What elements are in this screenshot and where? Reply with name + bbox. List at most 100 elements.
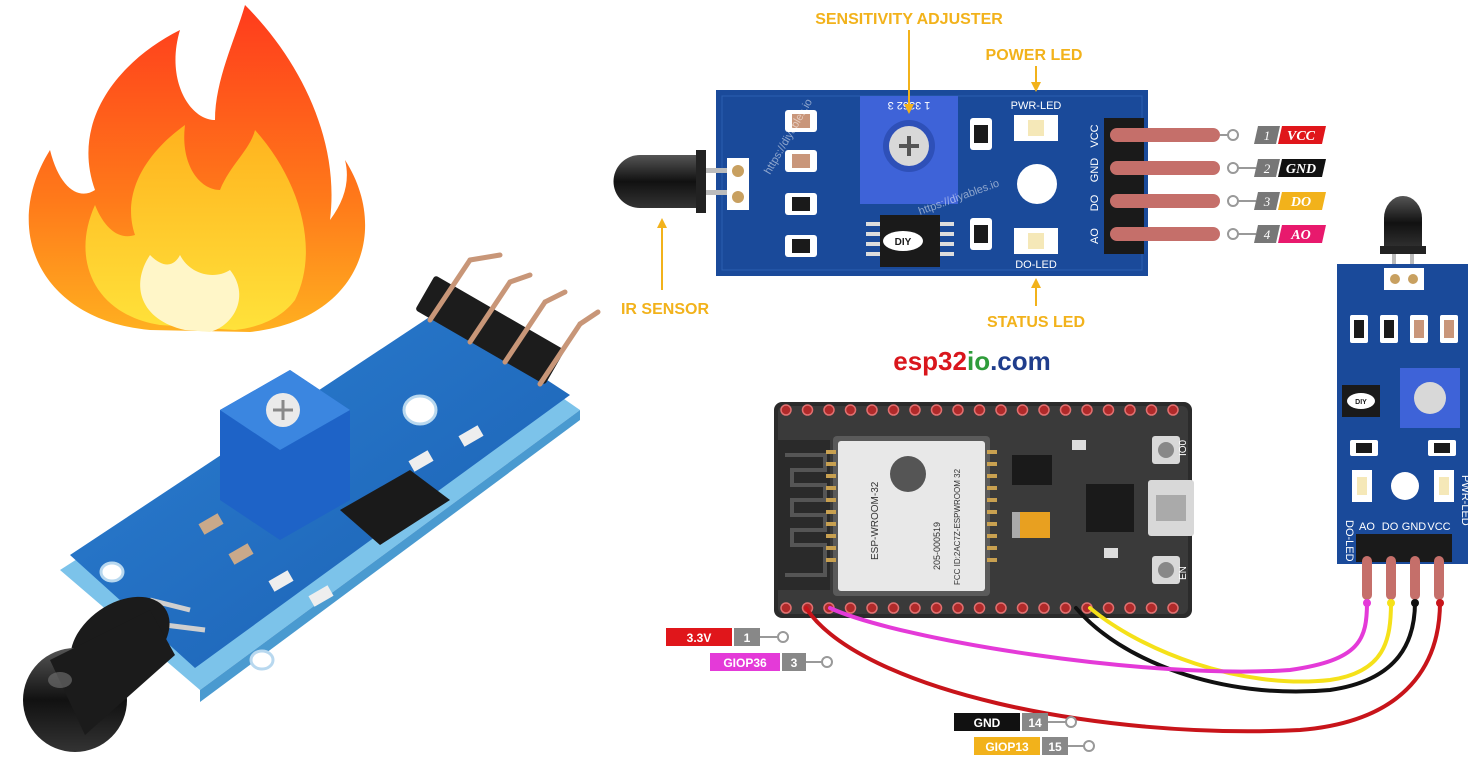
power-led: PWR-LED [1011, 100, 1062, 141]
photo-header-pins [416, 252, 601, 387]
small-ir-bulb-icon [1380, 196, 1426, 278]
esp32-top-pin-1 [780, 404, 792, 416]
flame-icon [28, 5, 366, 332]
esp32-bottom-pin-5 [866, 602, 878, 614]
comparator-chip: DIY [866, 215, 954, 267]
ir-sensor-bulb-icon [613, 150, 728, 213]
esp32-top-pin-7 [909, 404, 921, 416]
esp32-bottom-pin-11 [995, 602, 1007, 614]
pwr-led-text: PWR-LED [1011, 100, 1062, 112]
esp32-top-pin-14 [1059, 404, 1072, 416]
esp32-top-pin-12 [1016, 404, 1029, 416]
diyables-logo: DIY [895, 237, 912, 248]
en-label: EN [1178, 566, 1189, 580]
esp32-top-pin-6 [887, 404, 900, 416]
svg-text:STATUS LED: STATUS LED [987, 314, 1085, 331]
svg-text:AO: AO [1290, 228, 1310, 243]
esp32-top-pin-2 [801, 404, 814, 416]
callout-sensitivity-adjuster: SENSITIVITY ADJUSTER [815, 11, 1003, 114]
svg-text:14: 14 [1028, 716, 1042, 730]
brand-logo-text: esp32io.com [893, 346, 1051, 376]
esp32-bottom-pin-7 [909, 602, 921, 614]
mounting-hole [1017, 164, 1057, 204]
svg-text:IR SENSOR: IR SENSOR [621, 301, 709, 318]
photo-ir-bulb [23, 596, 206, 752]
esp32-bottom-pin-9 [952, 602, 964, 614]
esp32-bottom-pin-17 [1124, 602, 1136, 614]
esp32-top-pin-16 [1102, 404, 1115, 416]
esp32-bottom-pin-10 [973, 602, 986, 614]
passive-components [785, 110, 992, 257]
esp32-top-pin-17 [1124, 404, 1136, 416]
module-code-text: 205-000519 [932, 522, 942, 570]
en-button: EN [1152, 556, 1189, 584]
pin-badge-gnd: 2 GND [1227, 159, 1326, 177]
status-led: DO-LED [1014, 228, 1058, 271]
esp-pin-badge-giop36: GIOP36 3 [710, 653, 833, 671]
svg-text:GIOP36: GIOP36 [723, 656, 767, 670]
small-pin-gnd: GND [1402, 521, 1427, 533]
esp32-top-pin-10 [973, 404, 986, 416]
wire-gnd [1074, 600, 1417, 694]
esp32-bottom-pin-1 [780, 602, 792, 614]
small-pin-vcc: VCC [1427, 521, 1450, 533]
svg-text:POWER LED: POWER LED [986, 47, 1083, 64]
esp32-bottom-pin-4 [844, 602, 857, 614]
esp32-bottom-pins [780, 602, 1179, 614]
svg-text:2: 2 [1264, 161, 1271, 176]
esp32-top-pin-15 [1081, 404, 1093, 416]
pin-badge-do: 3 DO [1227, 192, 1326, 210]
esp32-top-pin-11 [995, 404, 1007, 416]
esp32-top-pin-13 [1038, 404, 1050, 416]
sensor-board-top: 1 3362 3 DIY https://diyables.io https:/… [613, 90, 1220, 276]
svg-text:GND: GND [974, 716, 1001, 730]
esp32-bottom-pin-18 [1145, 602, 1158, 614]
pin-badges: 1 VCC 2 GND 3 DO 4 AO [1220, 126, 1326, 243]
svg-text:DO: DO [1290, 195, 1311, 210]
wire-ao [828, 600, 1369, 674]
esp32-top-pins [780, 404, 1179, 416]
header-label-do: DO [1089, 194, 1101, 211]
module-side-pins [826, 450, 997, 562]
header-label-gnd: GND [1089, 158, 1101, 183]
esp-pin-badge-giop13: GIOP13 15 [974, 737, 1095, 755]
header-label-vcc: VCC [1089, 124, 1101, 147]
svg-text:15: 15 [1048, 740, 1062, 754]
small-pwr-led-text: PWR-LED [1459, 475, 1471, 526]
svg-text:GIOP13: GIOP13 [985, 740, 1029, 754]
svg-text:3.3V: 3.3V [687, 631, 712, 645]
esp-pin-badge-3v3: 3.3V 1 [666, 628, 789, 646]
esp32-top-pin-8 [930, 404, 943, 416]
esp32-bottom-pin-19 [1167, 602, 1179, 614]
svg-text:VCC: VCC [1287, 129, 1316, 144]
photo-potentiometer [220, 370, 350, 540]
esp32-bottom-pin-8 [930, 602, 943, 614]
flame-sensor-module-photo [23, 252, 601, 752]
small-do-led-text: DO-LED [1343, 520, 1355, 562]
svg-text:GND: GND [1286, 162, 1316, 177]
esp32-bottom-pin-12 [1016, 602, 1029, 614]
pin-badge-vcc: 1 VCC [1220, 126, 1326, 144]
svg-text:SENSITIVITY ADJUSTER: SENSITIVITY ADJUSTER [815, 11, 1003, 28]
esp32-board: ESP-WROOM-32 205-000519 FCC ID:2AC7Z-ESP… [774, 402, 1194, 618]
esp32-bottom-pin-6 [887, 602, 900, 614]
wires [804, 600, 1442, 734]
esp32-top-pin-19 [1167, 404, 1179, 416]
header-pins [1110, 128, 1220, 241]
svg-text:3: 3 [791, 656, 798, 670]
esp32-top-pin-5 [866, 404, 878, 416]
esp-pin-badge-gnd: GND 14 [954, 713, 1077, 731]
callout-power-led: POWER LED [986, 47, 1083, 92]
small-logo: DIY [1355, 399, 1367, 406]
io0-label: IO0 [1178, 439, 1189, 456]
callout-status-led: STATUS LED [987, 278, 1085, 331]
pin-badge-ao: 4 AO [1227, 225, 1326, 243]
svg-text:3: 3 [1263, 194, 1271, 209]
module-name-text: ESP-WROOM-32 [870, 481, 881, 560]
esp32-bottom-pin-13 [1038, 602, 1050, 614]
esp32-top-pin-3 [823, 404, 835, 416]
esp32-top-pin-9 [952, 404, 964, 416]
svg-text:1: 1 [744, 631, 751, 645]
fcc-text: FCC ID:2AC7Z-ESPWROOM 32 [953, 468, 962, 585]
